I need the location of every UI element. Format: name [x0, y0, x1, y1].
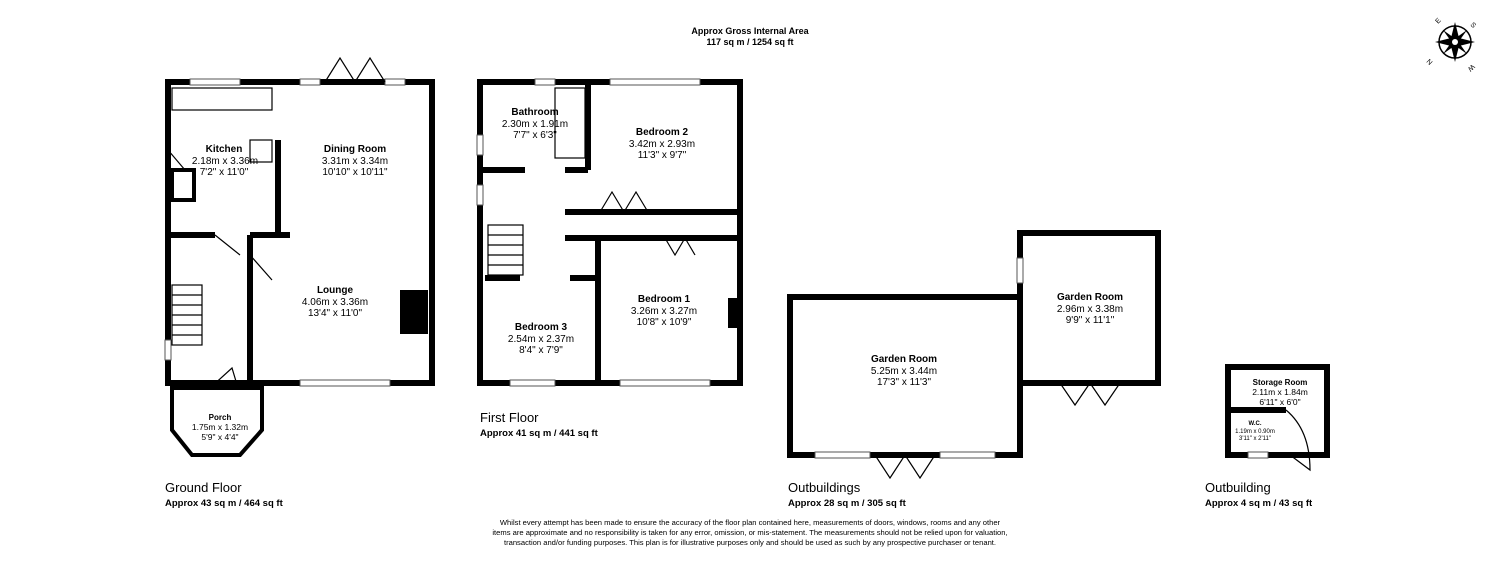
- svg-text:2.18m x 3.36m: 2.18m x 3.36m: [192, 156, 258, 167]
- floor-area-outbuildings: Approx 28 sq m / 305 sq ft: [788, 498, 906, 509]
- svg-text:5'9" x 4'4": 5'9" x 4'4": [201, 432, 238, 442]
- room-name-porch: Porch: [209, 413, 232, 422]
- svg-text:1.19m x 0.90m: 1.19m x 0.90m: [1235, 429, 1275, 435]
- svg-text:2.54m x 2.37m: 2.54m x 2.37m: [508, 334, 574, 345]
- room-name-bedroom-3: Bedroom 3: [515, 322, 568, 333]
- floor-label-outbuilding: Outbuilding: [1205, 480, 1271, 495]
- svg-text:3'11" x 2'11": 3'11" x 2'11": [1239, 436, 1271, 442]
- svg-text:N: N: [1426, 57, 1435, 66]
- svg-text:3.26m x 3.27m: 3.26m x 3.27m: [631, 306, 697, 317]
- room-name-bedroom-2: Bedroom 2: [636, 127, 689, 138]
- svg-text:3.42m x 2.93m: 3.42m x 2.93m: [629, 139, 695, 150]
- ground-floor-plan: Kitchen 2.18m x 3.36m 7'2" x 11'0" Dinin…: [164, 56, 435, 457]
- svg-text:5.25m x 3.44m: 5.25m x 3.44m: [871, 366, 937, 377]
- room-name-bathroom: Bathroom: [511, 107, 558, 118]
- floor-area-outbuilding: Approx 4 sq m / 43 sq ft: [1205, 498, 1313, 509]
- floor-label-ground: Ground Floor: [165, 480, 242, 495]
- room-name-lounge: Lounge: [317, 285, 354, 296]
- gross-area-header: Approx Gross Internal Area 117 sq m / 12…: [620, 26, 880, 48]
- svg-text:2.96m x 3.38m: 2.96m x 3.38m: [1057, 304, 1123, 315]
- disclaimer: Whilst every attempt has been made to en…: [492, 518, 1008, 547]
- floor-area-ground: Approx 43 sq m / 464 sq ft: [165, 498, 283, 509]
- floor-area-first: Approx 41 sq m / 441 sq ft: [480, 428, 598, 439]
- room-name-kitchen: Kitchen: [206, 144, 243, 155]
- svg-text:2.11m x 1.84m: 2.11m x 1.84m: [1252, 387, 1308, 397]
- svg-text:4.06m x 3.36m: 4.06m x 3.36m: [302, 297, 368, 308]
- svg-text:2.30m x 1.91m: 2.30m x 1.91m: [502, 119, 568, 130]
- svg-text:8'4" x 7'9": 8'4" x 7'9": [519, 345, 563, 356]
- room-name-garden-room-large: Garden Room: [871, 354, 937, 365]
- svg-text:1.75m x 1.32m: 1.75m x 1.32m: [192, 422, 248, 432]
- outbuilding-plan: Storage Room 2.11m x 1.84m 6'11" x 6'0" …: [1225, 364, 1330, 472]
- outbuildings-plan: Garden Room 5.25m x 3.44m 17'3" x 11'3" …: [787, 230, 1161, 480]
- svg-text:6'11" x 6'0": 6'11" x 6'0": [1259, 397, 1300, 407]
- svg-text:17'3" x 11'3": 17'3" x 11'3": [877, 377, 932, 388]
- svg-text:E: E: [1434, 17, 1442, 25]
- first-floor-plan: Bathroom 2.30m x 1.91m 7'7" x 6'3" Bedro…: [476, 78, 743, 387]
- svg-text:10'8" x 10'9": 10'8" x 10'9": [637, 317, 692, 328]
- room-name-storage-room: Storage Room: [1253, 378, 1308, 387]
- room-name-bedroom-1: Bedroom 1: [638, 294, 691, 305]
- svg-text:3.31m x 3.34m: 3.31m x 3.34m: [322, 156, 388, 167]
- gross-area-title: Approx Gross Internal Area: [691, 26, 809, 36]
- room-name-wc: W.C.: [1249, 421, 1262, 427]
- svg-text:W: W: [1466, 63, 1476, 73]
- gross-area-value: 117 sq m / 1254 sq ft: [706, 37, 794, 47]
- svg-text:13'4" x 11'0": 13'4" x 11'0": [308, 308, 363, 319]
- compass-rose-icon: E S W N: [1426, 17, 1477, 73]
- floor-label-outbuildings: Outbuildings: [788, 480, 861, 495]
- room-name-dining-room: Dining Room: [324, 144, 386, 155]
- floor-label-first: First Floor: [480, 410, 539, 425]
- svg-text:7'7" x 6'3": 7'7" x 6'3": [513, 130, 557, 141]
- svg-text:11'3" x 9'7": 11'3" x 9'7": [638, 150, 687, 161]
- room-name-garden-room-small: Garden Room: [1057, 292, 1123, 303]
- svg-text:9'9" x 11'1": 9'9" x 11'1": [1066, 315, 1115, 326]
- svg-text:7'2" x 11'0": 7'2" x 11'0": [200, 167, 249, 178]
- svg-text:S: S: [1469, 21, 1477, 29]
- svg-text:10'10" x 10'11": 10'10" x 10'11": [322, 167, 388, 178]
